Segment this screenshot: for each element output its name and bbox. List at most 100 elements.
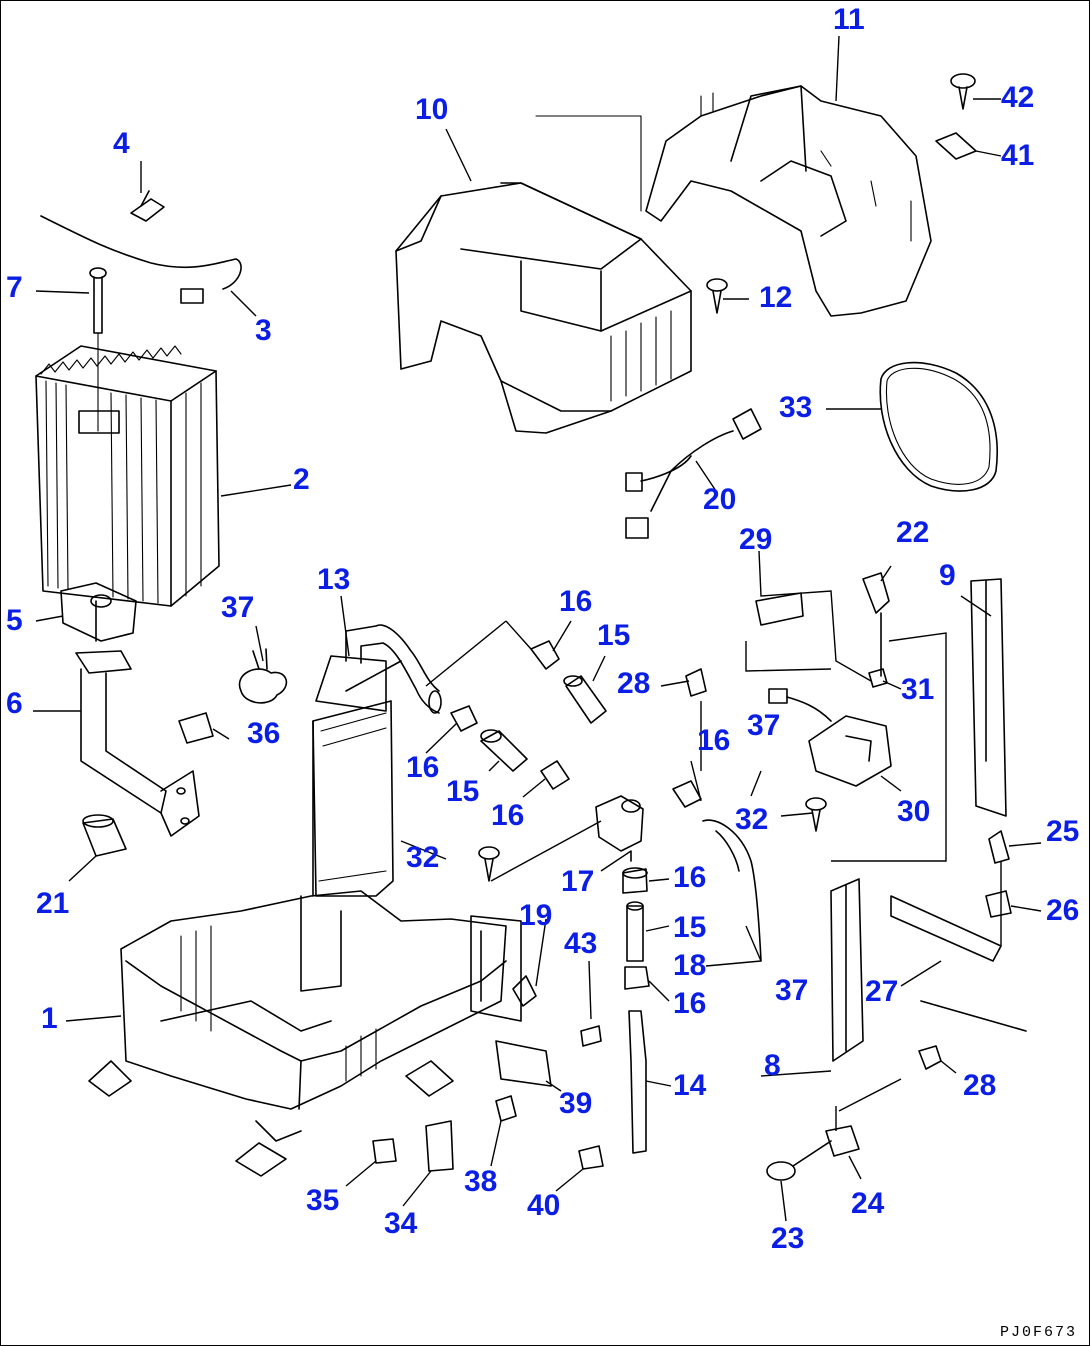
lower-unit-case: [88, 890, 507, 1177]
callout-21: 21: [36, 887, 70, 920]
callout-40: 40: [527, 1189, 561, 1222]
callout-11: 11: [833, 3, 865, 36]
callout-16-f: 16: [673, 987, 707, 1020]
link-clip: [868, 668, 888, 688]
callout-16-d: 16: [697, 724, 731, 757]
callout-16-e: 16: [673, 861, 707, 894]
screw: [478, 846, 500, 882]
callout-31: 31: [901, 673, 935, 706]
callout-23: 23: [771, 1222, 805, 1255]
callout-39: 39: [559, 1087, 593, 1120]
callout-9: 9: [939, 559, 956, 592]
mounting-bolt: [89, 267, 107, 432]
evaporator-core: [35, 345, 220, 607]
hose-a: [563, 675, 607, 724]
fastener-clip: [935, 132, 977, 160]
callout-27: 27: [865, 975, 899, 1008]
grommet: [580, 1025, 602, 1047]
callout-17: 17: [561, 865, 595, 898]
insulation-sleeve: [82, 814, 127, 857]
hose-clamp-left: [238, 648, 288, 704]
callout-19: 19: [519, 899, 553, 932]
hose-clamp-c: [540, 760, 570, 790]
callout-43: 43: [564, 927, 598, 960]
upper-unit-case: [395, 115, 692, 434]
callout-15-b: 15: [446, 775, 480, 808]
callout-16-c: 16: [491, 799, 525, 832]
callout-16-a: 16: [559, 585, 593, 618]
hose-clamp-e: [622, 867, 648, 894]
hose-clamp-f: [624, 966, 650, 990]
seal-ring: [879, 361, 998, 492]
callout-6: 6: [6, 687, 23, 720]
screw-b: [805, 797, 827, 832]
callout-34: 34: [384, 1207, 418, 1240]
callout-32-a: 32: [735, 803, 769, 836]
callout-3: 3: [255, 314, 272, 347]
upper-duct: [645, 85, 932, 317]
callout-18: 18: [673, 949, 707, 982]
clip-c: [495, 1095, 517, 1122]
callout-28-a: 28: [617, 667, 651, 700]
callout-1: 1: [41, 1002, 58, 1035]
case-rivet: [706, 278, 728, 314]
vertical-air-duct: [830, 878, 864, 1062]
wire-clip: [685, 668, 707, 697]
clip-b: [512, 975, 537, 1007]
thermistor-cable: [40, 215, 242, 304]
small-clip: [372, 1138, 397, 1164]
bracket-b: [495, 1040, 552, 1087]
drawing-code: PJ0F673: [999, 1324, 1077, 1341]
bracket-a: [470, 915, 522, 1022]
label-plate: [755, 592, 804, 626]
callout-8: 8: [764, 1049, 781, 1082]
callout-38: 38: [464, 1165, 498, 1198]
callout-25: 25: [1046, 815, 1080, 848]
callout-12: 12: [759, 281, 793, 314]
callout-37-a: 37: [221, 591, 255, 624]
hose-b: [480, 729, 528, 772]
vertical-duct: [970, 578, 1007, 817]
hose-clamp-b: [450, 705, 478, 732]
callout-5: 5: [6, 604, 23, 637]
callout-32-b: 32: [406, 841, 440, 874]
sensor-clip: [130, 190, 165, 222]
hose-clamp-a: [530, 640, 560, 670]
water-valve: [595, 795, 644, 862]
leader-lines: [33, 35, 1042, 1222]
water-hose: [628, 1010, 647, 1154]
cable-rod: [890, 895, 1027, 1032]
refrigerant-pipe: [75, 650, 200, 837]
callout-16-b: 16: [406, 751, 440, 784]
callout-20: 20: [703, 483, 737, 516]
servo-motor: [768, 688, 892, 787]
callout-29: 29: [739, 523, 773, 556]
callout-37-b: 37: [747, 709, 781, 742]
bolt-b: [766, 1140, 832, 1181]
push-rivet: [950, 73, 976, 110]
expansion-valve: [60, 582, 137, 642]
foam-pad: [425, 1120, 454, 1172]
callout-41: 41: [1001, 139, 1035, 172]
cable-clamp: [988, 830, 1010, 864]
callout-2: 2: [293, 463, 310, 496]
callout-7: 7: [6, 271, 23, 304]
callout-35: 35: [306, 1184, 340, 1217]
callout-22: 22: [896, 516, 930, 549]
callout-24: 24: [851, 1187, 885, 1220]
rod-clip: [862, 572, 890, 677]
grommet-b: [578, 1145, 604, 1170]
callout-10: 10: [415, 93, 449, 126]
wiring-harness: [625, 408, 762, 539]
callout-36: 36: [247, 717, 281, 750]
duct-bracket: [825, 1125, 860, 1157]
hose-c: [626, 901, 644, 962]
callout-42: 42: [1001, 81, 1035, 114]
callout-13: 13: [317, 563, 351, 596]
callout-15-a: 15: [597, 619, 631, 652]
heater-core: [312, 624, 442, 897]
callout-15-c: 15: [673, 911, 707, 944]
drain-hose: [702, 819, 762, 962]
